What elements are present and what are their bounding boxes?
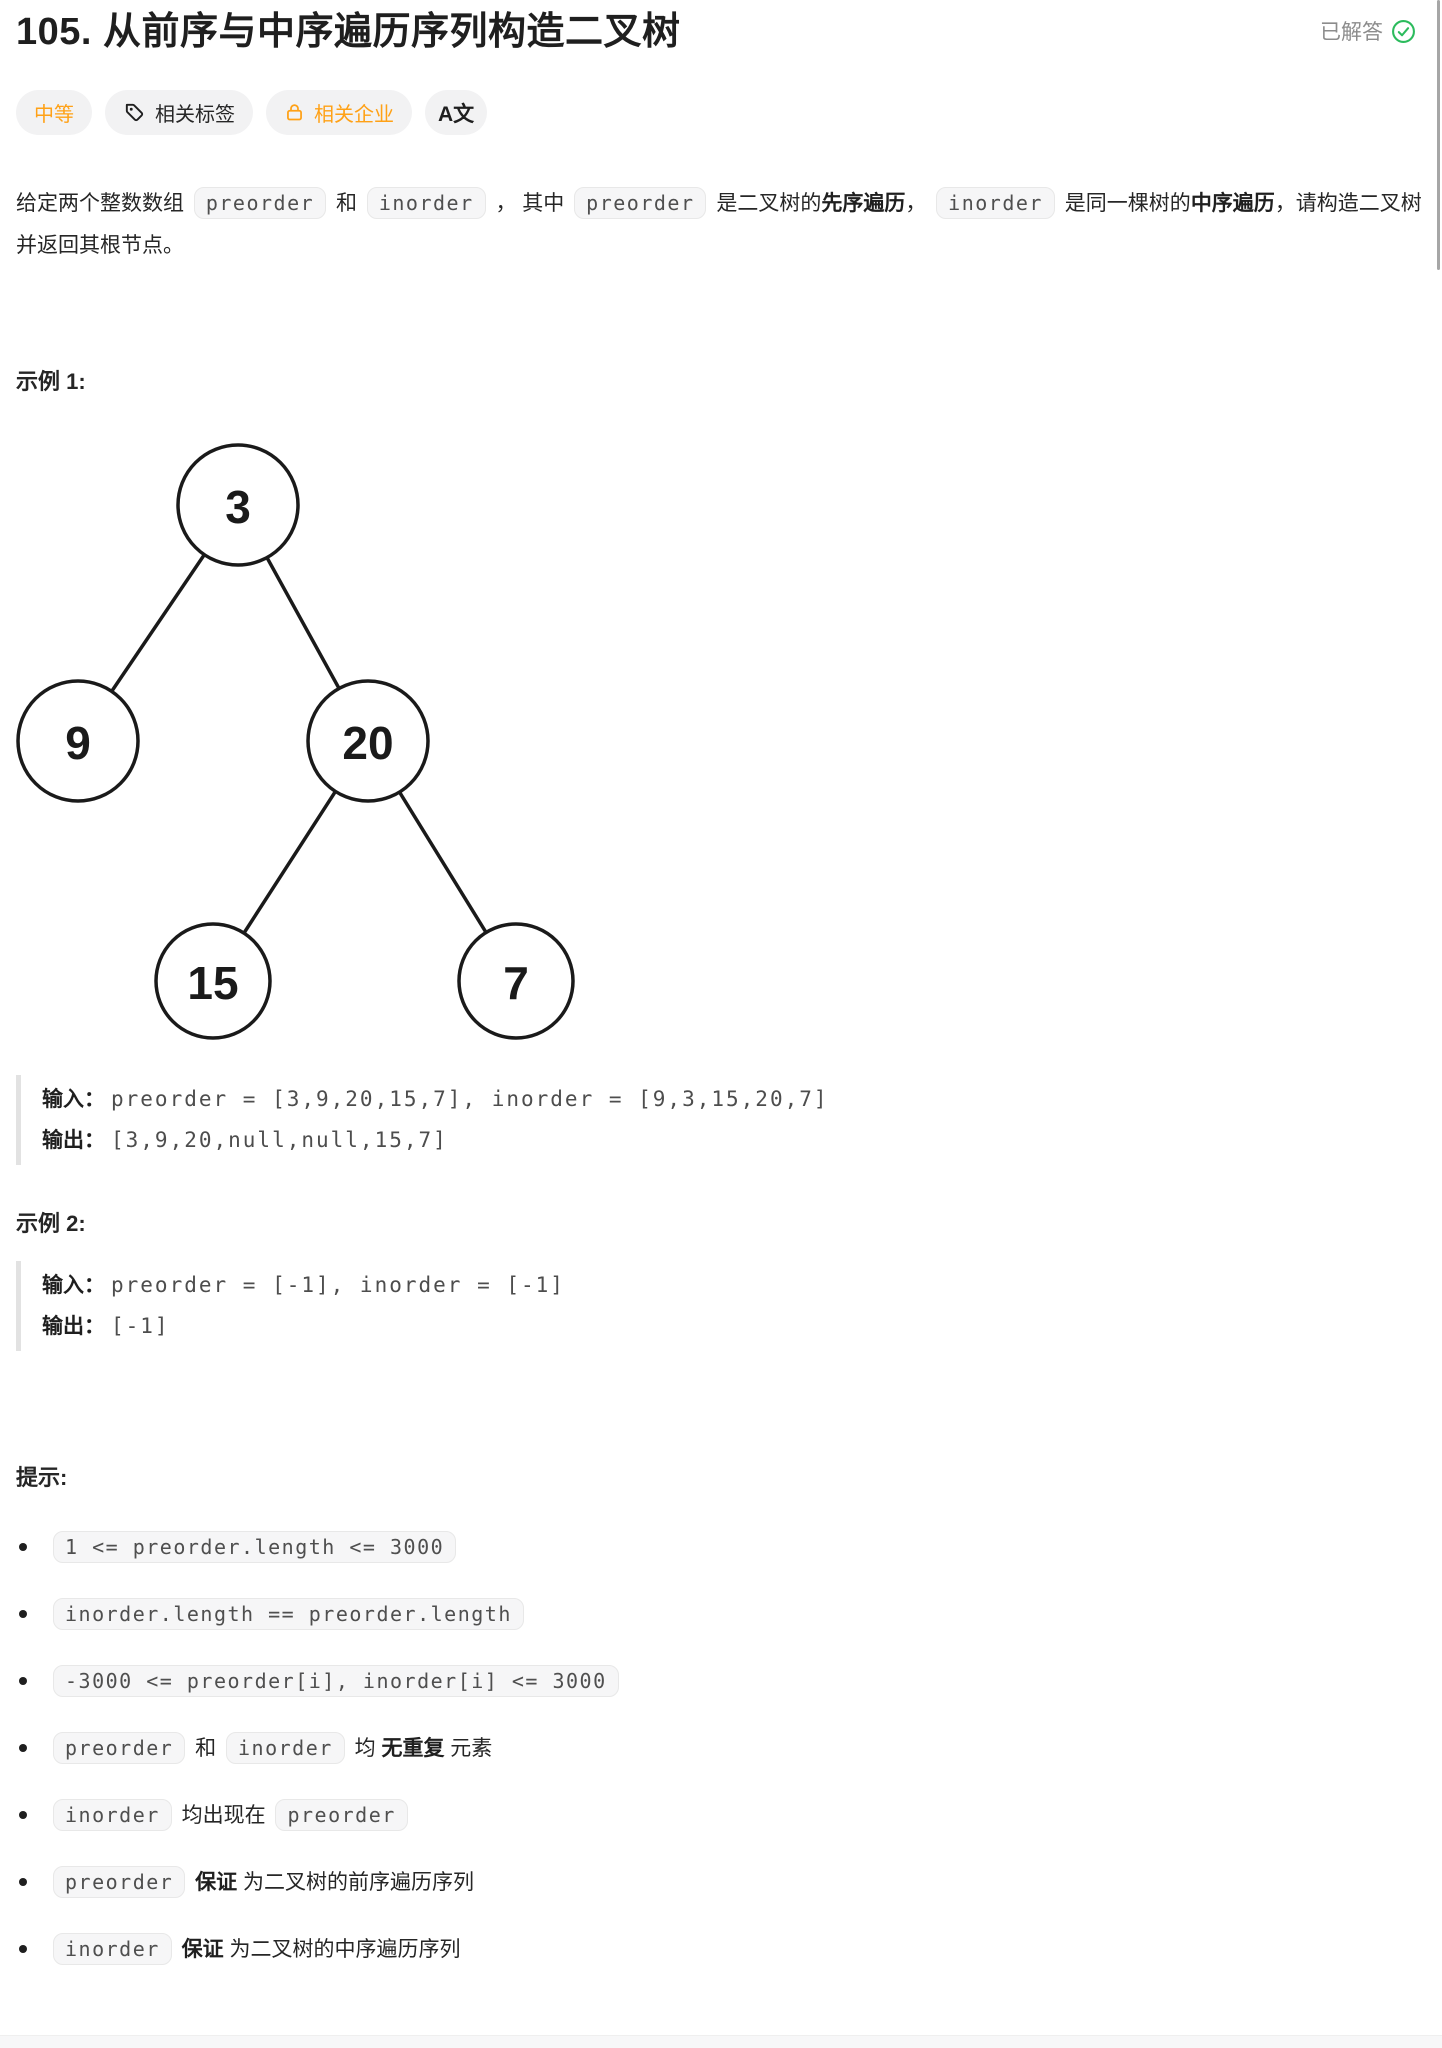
related-tags-label: 相关标签 xyxy=(155,104,235,126)
text-run: 和 xyxy=(189,1737,222,1760)
example-1-io-block: 输入： preorder = [3,9,20,15,7], inorder = [… xyxy=(16,1075,1426,1165)
page-title: 105. 从前序与中序遍历序列构造二叉树 xyxy=(16,11,681,53)
inline-code: inorder xyxy=(53,1799,172,1831)
difficulty-label: 中等 xyxy=(34,104,74,126)
example-2-input-line: 输入： preorder = [-1], inorder = [-1] xyxy=(42,1265,1426,1306)
example-2-output-line: 输出： [-1] xyxy=(42,1306,1426,1347)
difficulty-badge[interactable]: 中等 xyxy=(16,90,92,135)
related-companies-label: 相关企业 xyxy=(314,104,394,126)
text-run: 为二叉树的前序遍历序列 xyxy=(237,1871,475,1894)
lock-icon xyxy=(284,102,305,123)
constraint-item: -3000 <= preorder[i], inorder[i] <= 3000 xyxy=(16,1661,1426,1702)
vertical-scrollbar[interactable] xyxy=(1437,0,1440,270)
related-companies-button[interactable]: 相关企业 xyxy=(266,90,412,135)
inline-code: -3000 <= preorder[i], inorder[i] <= 3000 xyxy=(53,1665,619,1697)
bold-text: 先序遍历 xyxy=(821,192,906,215)
related-tags-button[interactable]: 相关标签 xyxy=(105,90,253,135)
text-run: ， xyxy=(905,192,933,215)
output-label: 输出： xyxy=(42,1129,105,1152)
text-run: 是同一棵树的 xyxy=(1058,192,1191,215)
solved-status: 已解答 xyxy=(1320,16,1416,46)
text-run: 均出现在 xyxy=(175,1804,272,1827)
inline-code: preorder xyxy=(275,1799,408,1831)
text-run: 均 xyxy=(348,1737,382,1760)
tree-node-circle xyxy=(176,443,300,567)
output-value: [3,9,20,null,null,15,7] xyxy=(111,1128,448,1152)
bold-text: 无重复 xyxy=(381,1737,445,1760)
inline-code: inorder.length == preorder.length xyxy=(53,1598,524,1630)
output-label: 输出： xyxy=(42,1315,105,1338)
constraint-item: inorder 均出现在 preorder xyxy=(16,1795,1426,1836)
example-1-heading: 示例 1: xyxy=(16,369,86,394)
tree-node-value: 9 xyxy=(65,717,91,769)
constraint-item: preorder 保证 为二叉树的前序遍历序列 xyxy=(16,1862,1426,1903)
font-size-button[interactable]: A文 xyxy=(425,90,488,135)
inline-code: 1 <= preorder.length <= 3000 xyxy=(53,1531,457,1563)
hints-heading: 提示: xyxy=(16,1465,68,1490)
inline-code: preorder xyxy=(53,1866,186,1898)
problem-header: 105. 从前序与中序遍历序列构造二叉树 已解答 xyxy=(16,8,1426,56)
problem-content: 105. 从前序与中序遍历序列构造二叉树 已解答 中等 xyxy=(0,8,1442,1970)
example-tree-image: 3 9 20 15 7 xyxy=(16,441,1426,1045)
input-value: preorder = [3,9,20,15,7], inorder = [9,3… xyxy=(111,1087,829,1111)
tree-node-value: 15 xyxy=(187,957,238,1009)
font-size-icon-label: A文 xyxy=(438,102,475,126)
constraint-item: preorder 和 inorder 均 无重复 元素 xyxy=(16,1728,1426,1769)
text-run: 和 xyxy=(330,192,363,215)
tree-node-value: 20 xyxy=(342,717,393,769)
tag-icon xyxy=(123,101,146,124)
input-label: 输入： xyxy=(42,1274,105,1297)
tree-node-circle xyxy=(457,922,575,1040)
bold-text: 保证 xyxy=(181,1938,224,1961)
text-run: 是二叉树的 xyxy=(710,192,822,215)
inline-code: inorder xyxy=(226,1732,345,1764)
tree-node-value: 3 xyxy=(225,481,251,533)
tree-node-circle xyxy=(306,679,430,803)
inline-code: inorder xyxy=(53,1933,172,1965)
inline-code: inorder xyxy=(366,187,486,219)
text-run: 元素 xyxy=(444,1737,493,1760)
input-value: preorder = [-1], inorder = [-1] xyxy=(111,1273,565,1297)
bottom-bar xyxy=(0,2035,1442,2048)
bold-text: 中序遍历 xyxy=(1190,192,1275,215)
inline-code: preorder xyxy=(193,187,327,219)
output-value: [-1] xyxy=(111,1314,170,1338)
inline-code: preorder xyxy=(574,187,707,219)
solved-status-label: 已解答 xyxy=(1320,21,1383,44)
inline-code: inorder xyxy=(936,187,1055,219)
constraint-item: 1 <= preorder.length <= 3000 xyxy=(16,1527,1426,1568)
badge-row: 中等 相关标签 相关企业 xyxy=(16,90,1426,135)
text-run: 为二叉树的中序遍历序列 xyxy=(223,1938,461,1961)
example-1-output-line: 输出： [3,9,20,null,null,15,7] xyxy=(42,1120,1426,1161)
bold-text: 保证 xyxy=(195,1871,238,1894)
constraint-item: inorder.length == preorder.length xyxy=(16,1594,1426,1635)
input-label: 输入： xyxy=(42,1088,105,1111)
text-run: ， 其中 xyxy=(489,192,571,215)
inline-code: preorder xyxy=(53,1732,186,1764)
constraint-item: inorder 保证 为二叉树的中序遍历序列 xyxy=(16,1929,1426,1970)
problem-statement: 给定两个整数数组 preorder 和 inorder ， 其中 preorde… xyxy=(16,182,1426,267)
check-circle-icon xyxy=(1391,19,1416,44)
example-2-heading: 示例 2: xyxy=(16,1211,86,1236)
tree-node-value: 7 xyxy=(503,957,529,1009)
text-run: ，请构造二叉树并返回其根节点。 xyxy=(16,192,1422,257)
tree-node-circle xyxy=(154,922,272,1040)
text-run: 给定两个整数数组 xyxy=(16,192,190,215)
example-1-input-line: 输入： preorder = [3,9,20,15,7], inorder = [… xyxy=(42,1079,1426,1120)
tree-node-circle xyxy=(16,679,140,803)
constraints-list: 1 <= preorder.length <= 3000 inorder.leng… xyxy=(16,1527,1426,1970)
example-2-io-block: 输入： preorder = [-1], inorder = [-1] 输出： [-… xyxy=(16,1261,1426,1351)
